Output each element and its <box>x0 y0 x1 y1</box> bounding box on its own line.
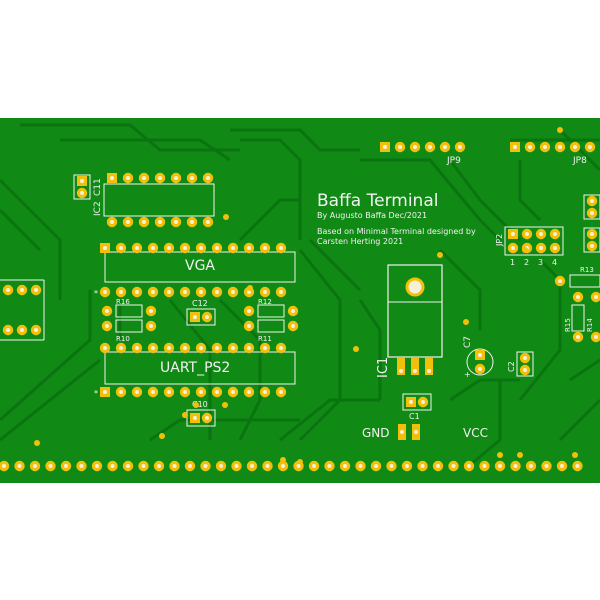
jp9-label: JP9 <box>446 156 461 166</box>
copper-traces <box>0 123 600 467</box>
edge-pin <box>122 460 134 472</box>
edge-pin <box>29 460 41 472</box>
c2-capacitor <box>516 351 534 377</box>
left-dip-socket <box>0 279 45 341</box>
edge-pin <box>76 460 87 472</box>
jp2-pin-4: 4 <box>552 258 557 267</box>
vga-dip-socket: * <box>94 242 296 298</box>
jp2-pin-3: 3 <box>538 258 543 267</box>
c1-label: C1 <box>409 412 420 421</box>
edge-pin <box>572 460 583 472</box>
r10-resistor <box>101 319 157 333</box>
edge-pin <box>339 460 351 472</box>
edge-pin <box>246 460 258 472</box>
jp2-header <box>504 226 564 256</box>
edge-pin <box>463 460 475 472</box>
edge-pin <box>541 460 552 472</box>
based-on-line2: Carsten Herting 2021 <box>317 237 403 246</box>
edge-pin <box>277 460 289 472</box>
c2-label: C2 <box>507 361 516 372</box>
c11-label: C11 <box>93 178 103 196</box>
edge-pin <box>184 460 196 472</box>
edge-pin <box>153 460 165 472</box>
edge-pin <box>494 460 506 472</box>
jp2-pin-1: 1 <box>510 258 515 267</box>
edge-pin <box>138 460 149 472</box>
r11-resistor <box>243 319 299 333</box>
r16-resistor <box>101 304 157 318</box>
edge-pin <box>401 460 413 472</box>
r13-label: R13 <box>580 266 594 274</box>
edge-pin <box>107 460 118 472</box>
edge-pin <box>386 460 397 472</box>
gnd-label: GND <box>362 426 390 440</box>
c10-capacitor <box>186 409 216 427</box>
ic2-socket <box>103 172 215 228</box>
jp2-pin-2: 2 <box>524 258 529 267</box>
vga-label: VGA <box>185 258 215 274</box>
edge-pin <box>45 460 56 472</box>
jp2-label: JP2 <box>495 234 504 247</box>
edge-pin <box>510 460 521 472</box>
jp8-label: JP8 <box>572 156 587 166</box>
edge-pin <box>448 460 459 472</box>
based-on-line1: Based on Minimal Terminal designed by <box>317 227 476 236</box>
edge-pin <box>91 460 103 472</box>
edge-pin <box>432 460 444 472</box>
vcc-label: VCC <box>463 426 488 440</box>
c7-electrolytic-capacitor: + <box>464 348 494 379</box>
r11-label: R11 <box>258 335 272 343</box>
right-edge-capacitor-1 <box>583 194 600 220</box>
r12-label: R12 <box>258 298 272 306</box>
r14-label: R14 <box>586 318 594 332</box>
c12-capacitor <box>186 308 216 326</box>
r16-label: R16 <box>116 298 130 306</box>
r13-resistor <box>554 274 600 288</box>
edge-pin <box>324 460 335 472</box>
svg-text:+: + <box>464 370 471 379</box>
edge-pin <box>262 460 273 472</box>
r15-label: R15 <box>564 318 572 332</box>
edge-pin <box>308 460 320 472</box>
svg-text:*: * <box>94 289 98 298</box>
edge-pin <box>556 460 568 472</box>
edge-pin <box>169 460 180 472</box>
c11-capacitor <box>73 174 91 200</box>
c1-capacitor <box>402 393 432 411</box>
edge-pin <box>200 460 211 472</box>
edge-pin <box>60 460 72 472</box>
author-line: By Augusto Baffa Dec/2021 <box>317 211 427 220</box>
edge-pin <box>231 460 242 472</box>
right-edge-capacitor-2 <box>583 227 600 253</box>
r10-label: R10 <box>116 335 130 343</box>
r15-resistor <box>571 291 585 343</box>
power-connector <box>398 424 420 440</box>
edge-pin <box>355 460 366 472</box>
edge-pin <box>417 460 428 472</box>
edge-pin <box>14 460 25 472</box>
edge-pin <box>215 460 227 472</box>
edge-pin <box>293 460 304 472</box>
edge-pin <box>370 460 382 472</box>
board-title: Baffa Terminal <box>317 191 438 211</box>
c10-label: C10 <box>192 400 208 409</box>
ic2-label: IC2 <box>93 201 103 216</box>
c7-label: C7 <box>463 336 473 348</box>
ic1-regulator <box>387 264 443 375</box>
svg-text:*: * <box>94 389 98 398</box>
vias <box>34 127 578 465</box>
r12-resistor <box>243 304 299 318</box>
edge-pin <box>479 460 490 472</box>
ic1-label: IC1 <box>376 357 391 378</box>
edge-pin <box>525 460 537 472</box>
c12-label: C12 <box>192 299 208 308</box>
uart-ps2-dip-socket: * <box>94 342 296 398</box>
uart-ps2-label: UART_PS2 <box>160 360 230 376</box>
